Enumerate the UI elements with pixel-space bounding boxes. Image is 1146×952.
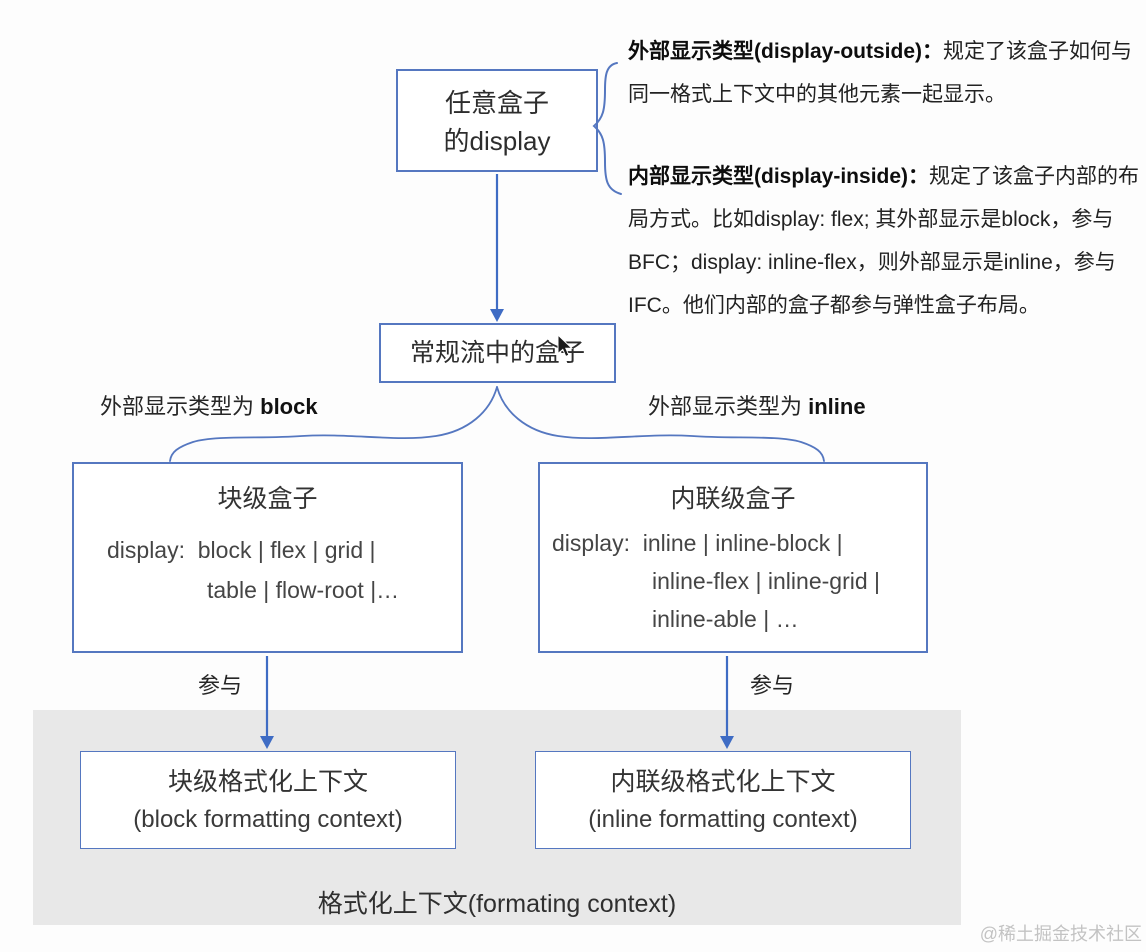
note-display-inside-body: 规定了该盒子内部的布局方式。比如display: flex; 其外部显示是blo… [628,165,1140,317]
note-display-inside: 内部显示类型(display-inside)：规定了该盒子内部的布局方式。比如d… [628,155,1145,327]
branch-label-block-strong: block [260,394,318,419]
inline-box-display-line2: inline-flex | inline-grid | [652,568,880,594]
any-box-line2: 的display [443,126,551,156]
block-box-title: 块级盒子 [217,485,318,513]
any-box-line1: 任意盒子 [444,88,549,118]
branch-label-inline-text: 外部显示类型为 [648,394,809,419]
bfc-subtitle: (block formatting context) [133,806,403,833]
note-display-outside-lead: 外部显示类型(display-outside)： [628,40,944,63]
note-display-outside: 外部显示类型(display-outside)：规定了该盒子如何与同一格式上下文… [628,30,1145,116]
normal-flow-box-label: 常规流中的盒子 [409,339,585,367]
ifc-subtitle: (inline formatting context) [588,806,858,833]
branch-label-block-text: 外部显示类型为 [100,394,261,419]
note-display-outside-body: 规定了该盒子如何与同一格式上下文中的其他元素一起显示。 [628,40,1133,106]
arrow-any-to-flow [490,174,504,322]
fc-caption: 格式化上下文(formating context) [317,890,677,918]
bfc-title: 块级格式化上下文 [167,768,368,796]
block-box-display-line2: table | flow-root |… [207,577,400,603]
any-box-display-node: 任意盒子 的display [396,69,598,172]
participate-label-right: 参与 [750,673,795,698]
branch-label-block: 外部显示类型为 block [100,389,318,421]
bfc-node: 块级格式化上下文 (block formatting context) [80,751,456,849]
block-level-box-node: 块级盒子 display: block | flex | grid | tabl… [72,462,463,653]
watermark: @稀土掘金技术社区 [979,924,1142,944]
curly-brace-icon [592,62,622,195]
branch-label-inline-strong: inline [808,394,866,419]
inline-level-box-node: 内联级盒子 display: inline | inline-block | i… [538,462,928,653]
inline-box-display-line3: inline-able | … [652,606,799,632]
formatting-context-panel: 块级格式化上下文 (block formatting context) 内联级格… [33,710,961,925]
note-display-inside-lead: 内部显示类型(display-inside)： [628,165,930,188]
participate-label-left: 参与 [198,673,243,698]
ifc-title: 内联级格式化上下文 [610,768,836,796]
branch-label-inline: 外部显示类型为 inline [648,389,866,421]
inline-box-title: 内联级盒子 [670,485,796,513]
ifc-node: 内联级格式化上下文 (inline formatting context) [535,751,911,849]
block-box-display-line1: display: block | flex | grid | [107,537,376,563]
normal-flow-box-node: 常规流中的盒子 [379,323,616,383]
inline-box-display-line1: display: inline | inline-block | [552,530,843,556]
